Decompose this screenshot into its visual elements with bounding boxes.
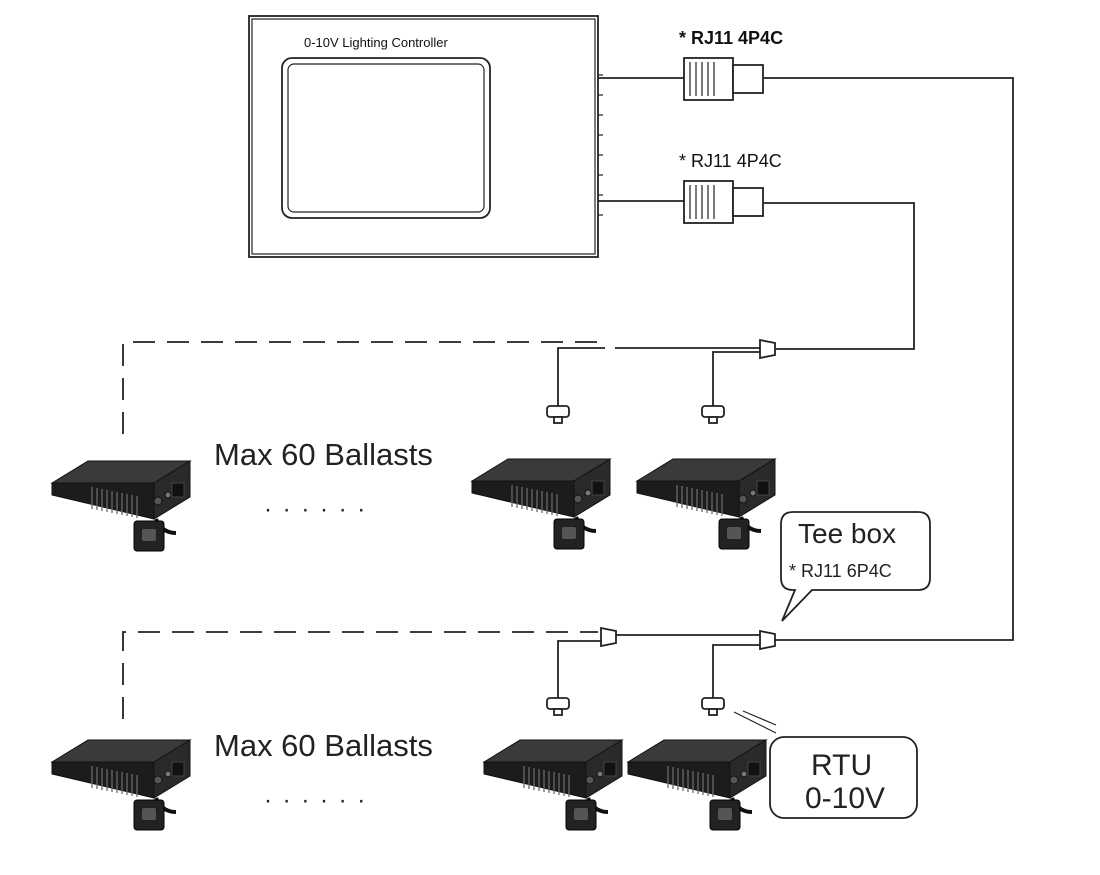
ellipsis-lower: · · · · · · xyxy=(264,787,367,814)
controller-label: 0-10V Lighting Controller xyxy=(304,35,448,50)
upper-chain: Max 60 Ballasts · · · · · · xyxy=(50,338,777,553)
ballast-upper-1 xyxy=(50,459,192,553)
rtu-callout: RTU 0-10V xyxy=(733,710,918,819)
connector-label-top: * RJ11 4P4C xyxy=(679,28,783,48)
lower-chain: Max 60 Ballasts · · · · · · xyxy=(50,626,776,832)
tee-connector-lower-right xyxy=(759,629,776,651)
rj11-connector-top: * RJ11 4P4C xyxy=(598,28,1014,641)
tee-box-subtitle: * RJ11 6P4C xyxy=(789,561,892,581)
tee-box-title: Tee box xyxy=(798,518,896,549)
ballast-lower-3 xyxy=(626,738,768,832)
lighting-controller: 0-10V Lighting Controller xyxy=(248,15,603,258)
controller-screen xyxy=(281,57,491,219)
ellipsis-upper: · · · · · · xyxy=(264,496,367,523)
plug-lower-right xyxy=(701,697,725,716)
group-label-lower: Max 60 Ballasts xyxy=(214,728,433,763)
tee-connector-lower-left xyxy=(600,626,617,648)
ballast-lower-2 xyxy=(482,738,624,832)
connector-label-bottom: * RJ11 4P4C xyxy=(679,151,782,171)
ballast-upper-3 xyxy=(635,457,777,551)
plug-lower-left xyxy=(546,697,570,716)
rj11-connector-bottom: * RJ11 4P4C xyxy=(598,151,915,350)
plug-upper-right xyxy=(701,405,725,424)
tee-box-callout: Tee box * RJ11 6P4C xyxy=(780,511,931,622)
plug-upper-left xyxy=(546,405,570,424)
tee-connector-upper-right xyxy=(759,338,776,360)
ballast-lower-1 xyxy=(50,738,192,832)
ballast-upper-2 xyxy=(470,457,612,551)
group-label-upper: Max 60 Ballasts xyxy=(214,437,433,472)
rtu-line2: 0-10V xyxy=(805,782,885,815)
rtu-line1: RTU xyxy=(811,749,872,782)
